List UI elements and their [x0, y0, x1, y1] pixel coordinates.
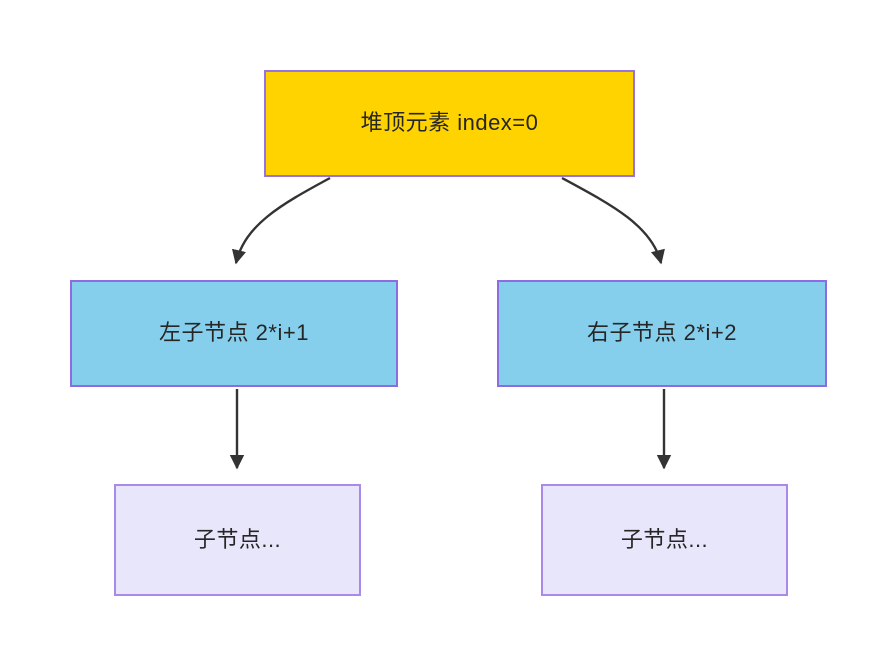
node-left-leaf-label: 子节点... — [193, 526, 282, 552]
edge-root-to-left-child — [231, 176, 331, 265]
node-left-leaf[interactable]: 子节点... — [114, 484, 361, 596]
node-root-label: 堆顶元素 index=0 — [360, 110, 539, 136]
edge-root-to-right-child — [561, 176, 665, 265]
node-root[interactable]: 堆顶元素 index=0 — [264, 70, 635, 177]
node-right-leaf-label: 子节点... — [620, 526, 709, 552]
node-left-child[interactable]: 左子节点 2*i+1 — [70, 280, 398, 387]
node-right-leaf[interactable]: 子节点... — [541, 484, 788, 596]
node-left-child-label: 左子节点 2*i+1 — [159, 320, 309, 346]
node-right-child-label: 右子节点 2*i+2 — [587, 320, 737, 346]
node-right-child[interactable]: 右子节点 2*i+2 — [497, 280, 827, 387]
